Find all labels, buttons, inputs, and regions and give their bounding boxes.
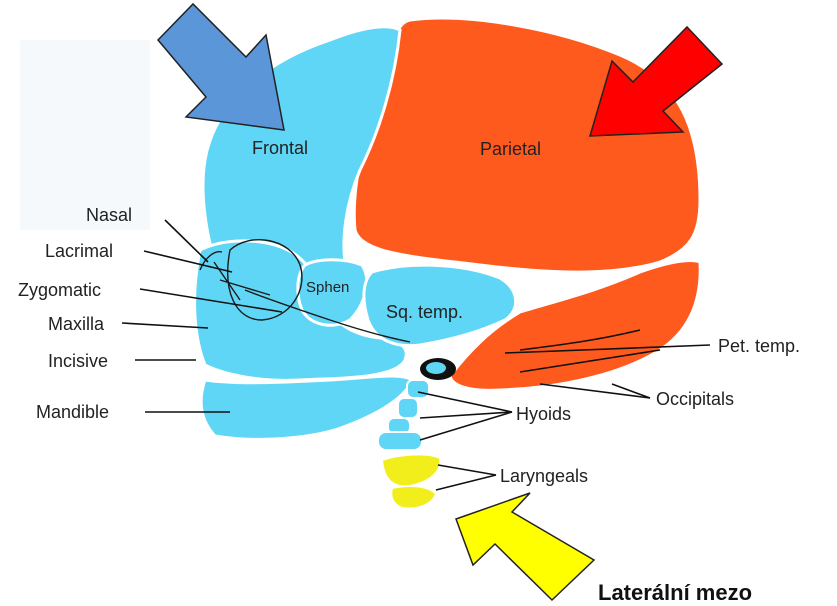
label-lacrimal: Lacrimal — [45, 241, 113, 261]
label-parietal: Parietal — [480, 139, 541, 159]
label-incisive: Incisive — [48, 351, 108, 371]
label-frontal: Frontal — [252, 138, 308, 158]
label-mandible: Mandible — [36, 402, 109, 422]
label-sphen: Sphen — [306, 279, 349, 296]
label-nasal: Nasal — [86, 205, 132, 225]
caption: Laterální mezo — [598, 580, 752, 605]
background-smudge — [20, 40, 150, 230]
label-occipitals: Occipitals — [656, 389, 734, 409]
label-hyoids: Hyoids — [516, 404, 571, 424]
label-maxilla: Maxilla — [48, 314, 105, 334]
label-pet-temp: Pet. temp. — [718, 336, 800, 356]
label-sq-temp: Sq. temp. — [386, 302, 463, 322]
label-laryngeals: Laryngeals — [500, 466, 588, 486]
label-zygomatic: Zygomatic — [18, 280, 101, 300]
